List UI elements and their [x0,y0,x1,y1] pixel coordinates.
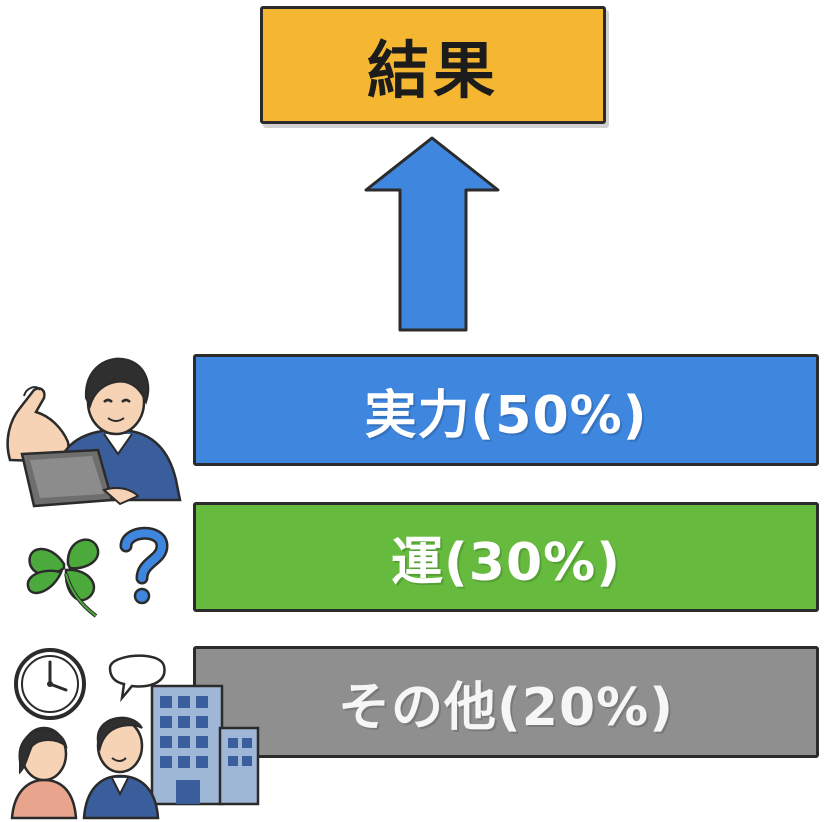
result-box: 結果 [260,6,606,124]
result-label: 結果 [366,34,499,107]
bar-skill-label: 実力(50%) [364,385,648,446]
businessman-laptop-illustration [6,357,182,508]
bar-other: その他(20%) [193,646,819,758]
bar-luck-label: 運(30%) [391,532,621,593]
bar-other-label: その他(20%) [338,677,674,738]
clock-people-building-illustration [10,648,260,820]
bar-skill: 実力(50%) [193,354,819,466]
bar-luck: 運(30%) [193,502,819,612]
clover-question-illustration [26,526,169,618]
up-arrow-icon [364,136,500,332]
